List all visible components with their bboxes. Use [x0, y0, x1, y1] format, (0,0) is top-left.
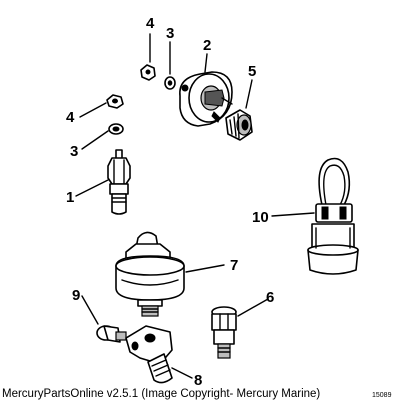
part-4-nut-left	[106, 94, 124, 109]
figure-code: 15089	[372, 392, 392, 399]
part-9-plug	[96, 325, 127, 343]
image-caption: MercuryPartsOnline v2.5.1 (Image Copyrig…	[2, 388, 321, 400]
callout-3-top: 3	[166, 25, 174, 42]
part-2-sender	[179, 71, 233, 127]
callout-5: 5	[248, 63, 256, 80]
part-5-fitting	[225, 109, 253, 141]
callout-4-left: 4	[66, 109, 75, 126]
part-8-elbow	[125, 325, 173, 384]
callout-4-top: 4	[146, 15, 155, 32]
part-3-washer-left	[108, 123, 124, 135]
part-3-washer-top	[164, 76, 176, 90]
callout-8: 8	[194, 372, 202, 389]
leader-lines	[75, 33, 315, 379]
part-7-pressure-sender	[115, 231, 185, 317]
callout-3-left: 3	[70, 143, 78, 160]
callout-7: 7	[230, 257, 238, 274]
callout-10: 10	[252, 209, 269, 226]
callout-2: 2	[203, 37, 211, 54]
part-10-connector	[307, 157, 359, 275]
part-6-small-sender	[211, 306, 237, 359]
callout-1: 1	[66, 189, 74, 206]
callout-6: 6	[266, 289, 274, 306]
part-4-nut-top	[140, 64, 156, 81]
part-1-temp-sender	[107, 149, 131, 215]
callout-9: 9	[72, 287, 80, 304]
